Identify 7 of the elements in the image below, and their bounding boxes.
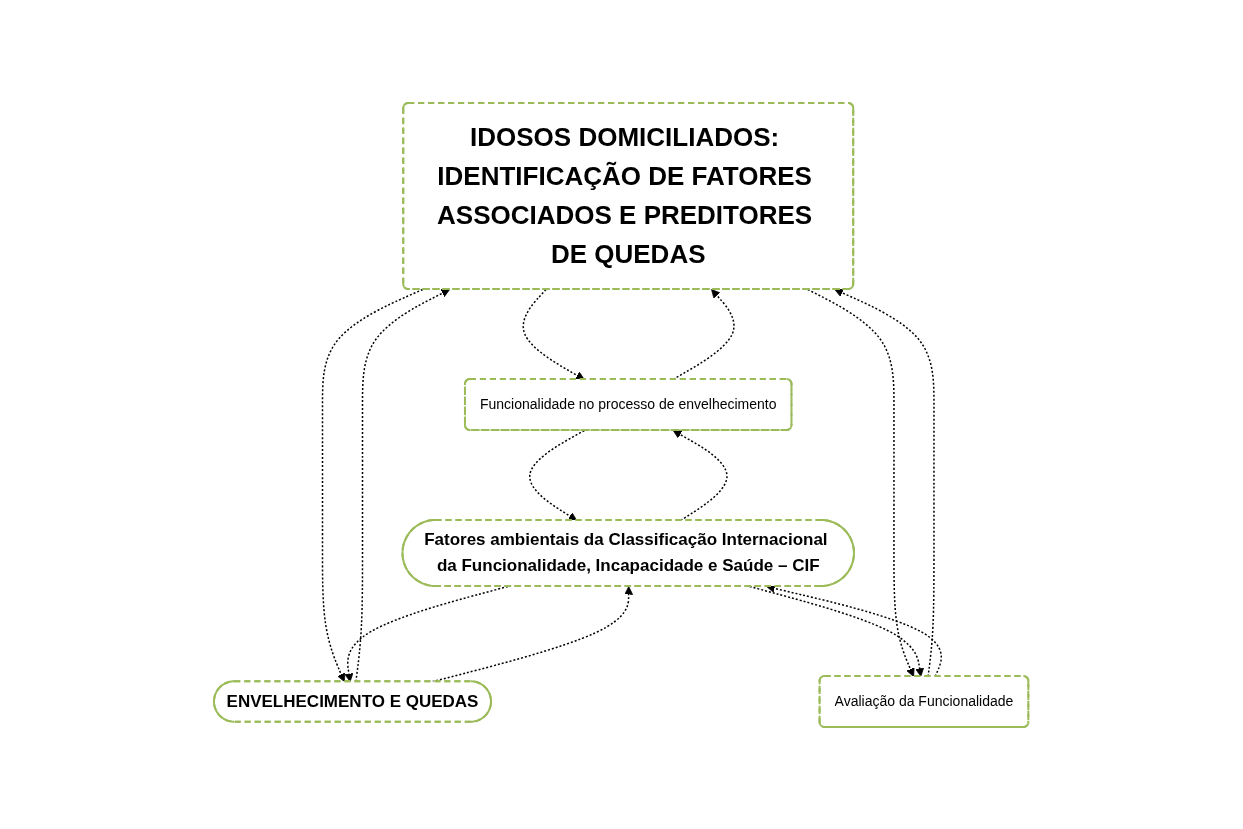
arrow (344, 585, 509, 682)
arrow (529, 429, 586, 521)
arrow (322, 288, 424, 682)
arrow (749, 585, 925, 677)
arrow (522, 288, 585, 380)
arrow (673, 429, 729, 521)
arrow (807, 288, 915, 677)
